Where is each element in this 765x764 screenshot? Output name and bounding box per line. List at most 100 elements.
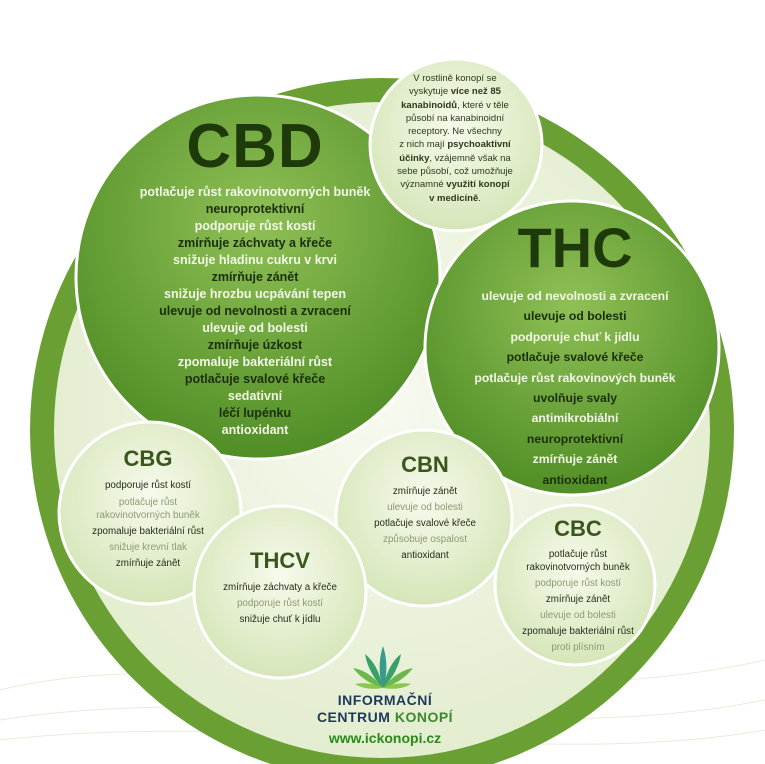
cbn-effect-item: antioxidant (401, 550, 449, 561)
intro-text-part: v medicíně (429, 192, 479, 204)
cbd-circle (74, 93, 442, 461)
cbc-circle (493, 503, 657, 667)
intro-line: kanabinoidů, které v těle (395, 99, 515, 112)
cbd-effect-item: potlačuje růst rakovinotvorných buněk (139, 185, 371, 199)
cbc-effect-item: zmírňuje zánět (545, 594, 611, 605)
thc-effect-item: ulevuje od nevolnosti a zvracení (481, 289, 669, 303)
logo-line-2b: KONOPÍ (394, 709, 454, 725)
intro-text-part: více než 85 (450, 86, 501, 98)
intro-text-part: psychoaktivní (447, 139, 511, 151)
cbn-effect-item: způsobuje ospalost (383, 534, 467, 545)
intro-line: účinky, vzájemně však na (395, 152, 515, 165)
cbn-effect-item: zmírňuje zánět (392, 486, 458, 497)
logo: INFORMAČNÍ CENTRUM KONOPÍ www.ickonopi.c… (290, 692, 480, 746)
intro-circle (368, 57, 544, 233)
intro-line: receptory. Ne všechny (395, 125, 515, 138)
intro-text-part: . (478, 192, 481, 204)
thc-effect-item: potlačuje růst rakovinových buněk (474, 370, 676, 385)
intro-line: významné využití konopí (395, 178, 515, 191)
thcv-circle (192, 504, 368, 680)
cbc-effect-item: ulevuje od bolesti (540, 610, 616, 621)
thc-effects-list: ulevuje od nevolnosti a zvracení ulevuje … (445, 286, 705, 490)
cbd-effect-item: zmírňuje záchvaty a křeče (177, 236, 333, 250)
thcv-effect-item: zmírňuje záchvaty a křeče (223, 582, 337, 593)
intro-text-part: , vzájemně však na (429, 152, 511, 164)
intro-line: V rostlině konopí se (395, 72, 515, 85)
cbd-effect-item: ulevuje od nevolnosti a zvracení (159, 304, 351, 318)
intro-text-part: působí na kanabinoidní (405, 112, 505, 124)
cbg-effect-item: zmírňuje zánět (115, 558, 181, 569)
cbd-title: CBD (186, 112, 324, 181)
intro-line: působí na kanabinoidní (395, 112, 515, 125)
thc-effect-item: uvolňuje svaly (533, 391, 617, 406)
thc-effect-item: ulevuje od bolesti (523, 309, 627, 324)
intro-text-part: , které v těle (457, 99, 509, 111)
cbn-section: CBN zmírňuje zánět ulevuje od bolesti potl… (340, 452, 510, 564)
cbd-effect-item: zpomaluje bakteriální růst (177, 355, 333, 369)
cbc-effect-item: zpomaluje bakteriální růst (522, 626, 634, 637)
cbd-effect-item: antioxidant (221, 423, 289, 437)
cbc-effect-item: proti plísním (551, 642, 605, 653)
thcv-title: THCV (250, 548, 310, 573)
thc-effect-item: neuroprotektivní (526, 431, 624, 446)
intro-text-part: významné (400, 179, 447, 191)
cbg-circle (57, 420, 243, 606)
cannabis-leaf-icon (353, 646, 413, 689)
intro-line: v medicíně. (395, 192, 515, 205)
cbn-effect-item: potlačuje svalové křeče (374, 518, 476, 529)
thcv-effect-item: snižuje chuť k jídlu (239, 614, 321, 625)
logo-line-2a: CENTRUM (316, 709, 395, 725)
cbn-effect-item: ulevuje od bolesti (387, 502, 463, 513)
intro-text-part: účinky (399, 152, 430, 164)
cbg-title: CBG (123, 446, 173, 471)
cbd-effect-item: zmírňuje úzkost (207, 338, 303, 352)
cbd-effect-item: ulevuje od bolesti (202, 321, 308, 335)
intro-text-part: kanabinoidů (401, 99, 458, 111)
cbc-effect-item: podporuje růst kostí (534, 578, 622, 589)
logo-line-1: INFORMAČNÍ (337, 692, 433, 708)
cbg-effect-item: podporuje růst kostí (104, 480, 192, 491)
cbn-title: CBN (401, 452, 449, 477)
cbd-section: CBD potlačuje růst rakovinotvorných buně… (95, 112, 415, 439)
thc-effect-item: antioxidant (542, 472, 608, 487)
cbd-effect-item: snižuje hrozbu ucpávání tepen (164, 287, 346, 301)
cbc-title: CBC (554, 516, 602, 541)
cbd-effect-item: neuroprotektivní (205, 202, 305, 216)
cbg-effect-item: snižuje krevní tlak (109, 542, 187, 553)
intro-text-part: vyskytuje (409, 86, 451, 98)
thc-effect-item: antimikrobiální (531, 411, 619, 426)
intro-text-part: sebe působí, což umožňuje (397, 166, 513, 178)
intro-line: z nich mají psychoaktivní (395, 138, 515, 151)
intro-line: sebe působí, což umožňuje (395, 165, 515, 178)
thc-title: THC (517, 216, 633, 279)
cbd-effect-item: zmírňuje zánět (211, 270, 299, 284)
intro-line: vyskytuje více než 85 (395, 85, 515, 98)
intro-text-part: V rostlině konopí se (413, 73, 497, 84)
cbd-effect-item: léčí lupénku (218, 406, 292, 420)
intro-text-part: využití konopí (446, 179, 510, 191)
logo-line-2: CENTRUM KONOPÍ (290, 709, 480, 726)
cbd-effect-item: sedativní (227, 389, 283, 403)
cbn-circle (334, 428, 514, 608)
cbd-effect-item: podporuje růst kostí (194, 219, 316, 233)
thc-circle (423, 199, 721, 497)
cbn-effects-list: zmírňuje zánět ulevuje od bolesti potlačuj… (340, 484, 510, 564)
intro-text-part: receptory. Ne všechny (408, 126, 502, 138)
website-link[interactable]: www.ickonopi.cz (328, 730, 442, 746)
thc-effect-item: zmírňuje zánět (532, 452, 618, 467)
thc-effect-item: potlačuje svalové křeče (506, 350, 644, 365)
cbd-effect-item: potlačuje svalové křeče (184, 372, 326, 386)
cbg-effect-item: zpomaluje bakteriální růst (92, 526, 204, 537)
